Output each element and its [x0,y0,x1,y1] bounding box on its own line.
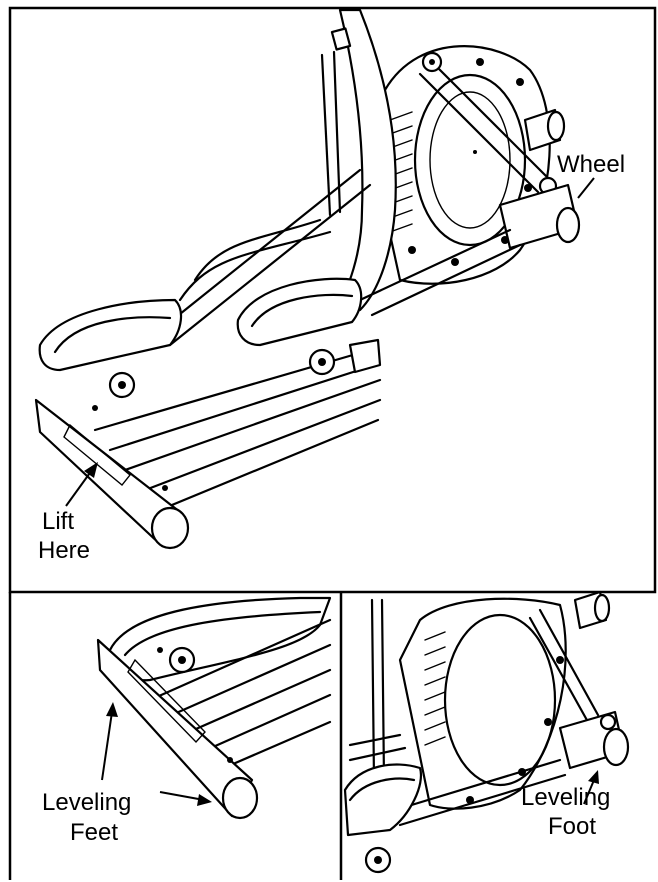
upright-frame [320,8,397,322]
top-panel-frame [8,6,657,594]
bottom-left-panel-illustration: Leveling Feet [42,596,332,846]
vent-slots-detail [424,631,446,746]
leveling-foot-pointer [583,770,599,805]
panel-frames [8,6,657,880]
left-pedal [38,298,183,399]
leveling-feet-pointers [101,702,212,806]
leveling-feet-label-line2: Feet [70,819,118,846]
lift-here-pointer [65,462,98,507]
lift-here-label-line1: Lift [42,508,74,535]
wheel-arm-linkage [418,51,595,250]
top-panel-elliptical-illustration: Wheel Lift Here [34,8,625,564]
leveling-foot-label-line1: Leveling [521,784,610,811]
leveling-feet-label-line1: Leveling [42,789,131,816]
right-pedal [236,277,363,376]
lift-here-label-line2: Here [38,537,90,564]
vent-slots [389,111,413,233]
bottom-right-panel-illustration: Leveling Foot [343,590,630,874]
leveling-foot-label-line2: Foot [548,813,596,840]
main-rail-frame [93,168,522,514]
wheel-label: Wheel [557,151,625,178]
front-stabilizer [34,398,190,550]
